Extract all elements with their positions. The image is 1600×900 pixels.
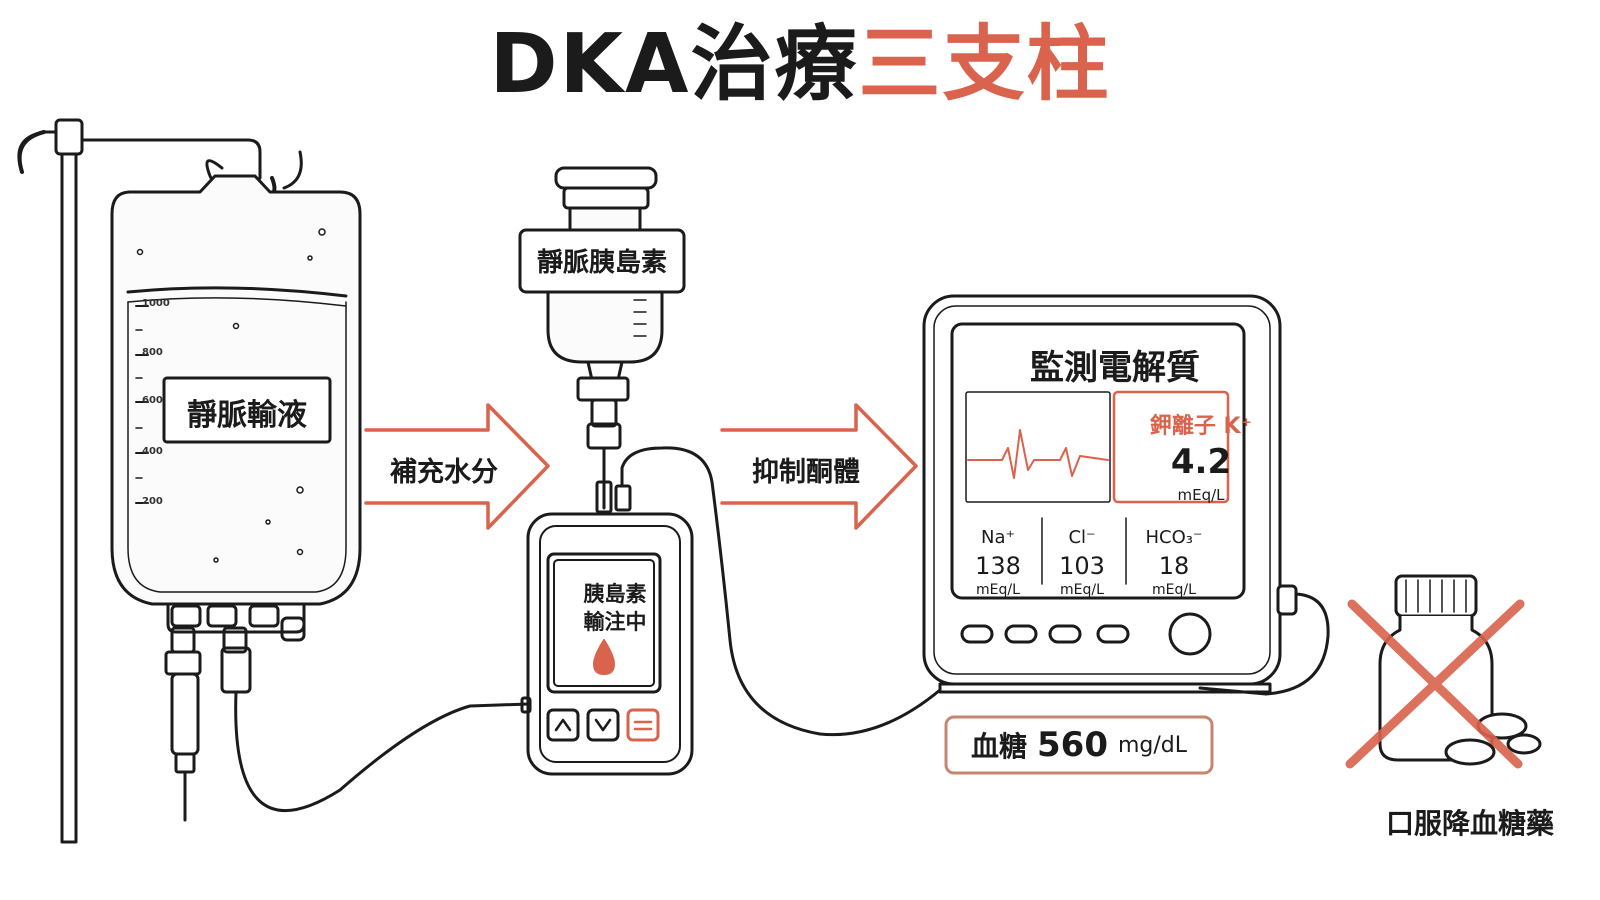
- electrolyte-monitor: [922, 294, 1330, 696]
- electrolyte-unit: mEq/L: [976, 582, 1020, 598]
- bag-tick-400: 400: [142, 446, 163, 457]
- ketone-suppression-label: 抑制酮體: [752, 457, 860, 488]
- electrolyte-value: 103: [1059, 552, 1105, 580]
- hydration-label: 補充水分: [390, 457, 498, 488]
- pump-status: 胰島素 輸注中: [560, 580, 670, 636]
- arrow-hydration: [364, 403, 550, 530]
- cross-out-icon: [1345, 599, 1525, 769]
- iv-tube: [234, 690, 530, 813]
- electrolyte-unit: mEq/L: [1060, 582, 1104, 598]
- title-accent: 三支柱: [858, 17, 1111, 112]
- glucose-unit: mg/dL: [1117, 732, 1188, 758]
- bag-tick-600: 600: [142, 395, 163, 406]
- glucose-value: 560: [1037, 725, 1108, 765]
- electrolyte-sodium: Na⁺ 138 mEq/L: [956, 527, 1040, 599]
- arrow-ketone: [720, 403, 918, 530]
- electrolyte-name: Na⁺: [981, 527, 1015, 548]
- electrolyte-name: HCO₃⁻: [1145, 527, 1203, 548]
- electrolyte-value: 138: [975, 552, 1021, 580]
- monitor-title: 監測電解質: [1030, 348, 1200, 388]
- electrolyte-unit: mEq/L: [1152, 582, 1196, 598]
- pump-status-line-1: 胰島素: [583, 582, 647, 606]
- bag-tick-200: 200: [142, 496, 163, 507]
- electrolyte-chloride: Cl⁻ 103 mEq/L: [1040, 527, 1124, 599]
- diagram-title: DKA治療三支柱: [0, 17, 1600, 112]
- iv-bag: [110, 174, 362, 822]
- glucose-box: [944, 715, 1214, 775]
- potassium-value: 4.2: [1170, 442, 1232, 482]
- bag-tick-1000: 1000: [142, 298, 170, 309]
- potassium-label: 鉀離子 K⁺: [1149, 414, 1253, 439]
- bag-tick-800: 800: [142, 347, 163, 358]
- blood-drop-icon: [593, 639, 615, 675]
- glucose-label: 血糖: [970, 730, 1027, 763]
- iv-pole: [17, 118, 303, 844]
- pump-status-line-2: 輸注中: [583, 610, 647, 634]
- insulin-vial: [518, 166, 686, 514]
- oral-drug-label: 口服降血糖藥: [1385, 807, 1554, 840]
- iv-fluid-label: 靜脈輸液: [187, 398, 307, 433]
- insulin-tube: [620, 446, 942, 737]
- insulin-pump: [520, 512, 694, 776]
- title-main: DKA治療: [489, 17, 859, 112]
- electrolyte-name: Cl⁻: [1068, 527, 1096, 548]
- insulin-label: 靜脈胰島素: [536, 248, 667, 278]
- electrolyte-value: 18: [1158, 552, 1190, 580]
- electrolyte-bicarbonate: HCO₃⁻ 18 mEq/L: [1132, 527, 1216, 599]
- insulin-label-box: [518, 228, 686, 294]
- blood-glucose: 血糖 560 mg/dL: [946, 717, 1212, 773]
- iv-label-box: [162, 376, 332, 444]
- potassium-unit: mEq/L: [1177, 486, 1225, 504]
